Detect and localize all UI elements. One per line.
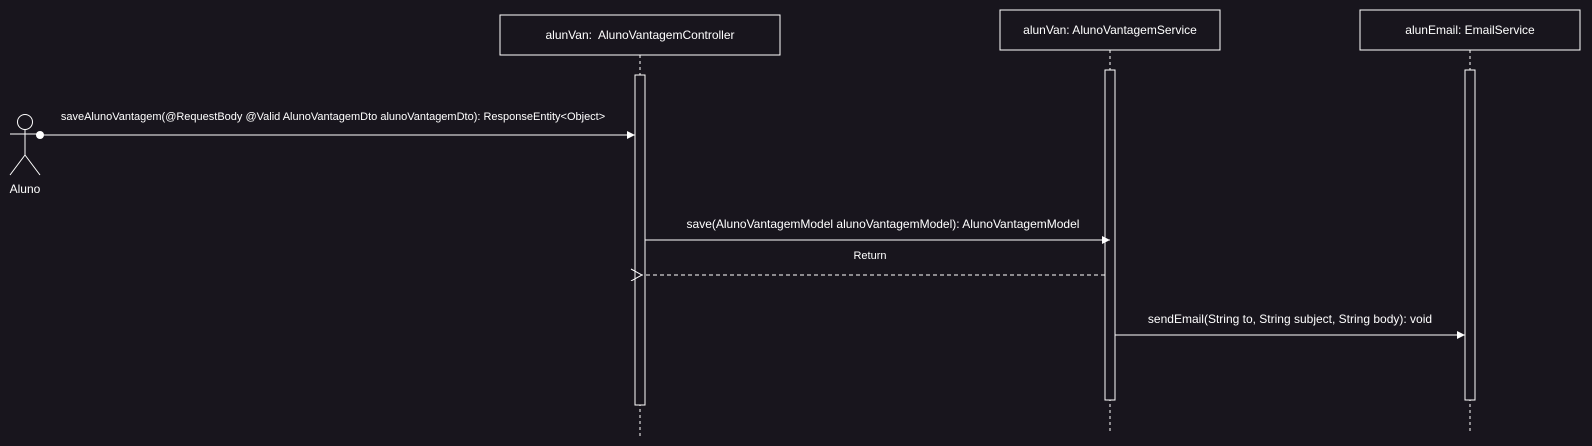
message-send-email: sendEmail(String to, String subject, Str… <box>1115 312 1465 339</box>
participant-label-email-service: alunEmail: EmailService <box>1405 23 1535 37</box>
participant-email-service: alunEmail: EmailService <box>1359 9 1581 432</box>
message-save: save(AlunoVantagemModel alunoVantagemMod… <box>645 217 1110 244</box>
message-label-3: Return <box>853 250 886 262</box>
actor-leg-right <box>24 154 41 176</box>
activation-controller <box>634 74 646 406</box>
participant-box-email-service <box>1359 9 1581 51</box>
participant-label-service: alunVan: AlunoVantagemService <box>1023 23 1197 37</box>
message-label-1: saveAlunoVantagem(@RequestBody @Valid Al… <box>61 111 605 123</box>
actor-label: Aluno <box>10 182 41 196</box>
participant-label-controller: alunVan: AlunoVantagemController <box>545 28 734 42</box>
participant-box-service <box>999 9 1221 51</box>
actor-aluno: Aluno <box>9 114 41 196</box>
participant-box-controller <box>499 14 781 56</box>
message-label-2: save(AlunoVantagemModel alunoVantagemMod… <box>687 217 1080 231</box>
message-save-aluno-vantagem: saveAlunoVantagem(@RequestBody @Valid Al… <box>36 111 635 139</box>
activation-service <box>1104 69 1116 401</box>
participant-service: alunVan: AlunoVantagemService <box>999 9 1221 432</box>
actor-leg-left <box>9 154 26 176</box>
actor-head <box>17 114 33 130</box>
participant-controller: alunVan: AlunoVantagemController <box>499 14 781 436</box>
activation-email-service <box>1464 69 1476 401</box>
message-return: Return <box>642 250 1105 275</box>
message-label-4: sendEmail(String to, String subject, Str… <box>1148 312 1432 326</box>
